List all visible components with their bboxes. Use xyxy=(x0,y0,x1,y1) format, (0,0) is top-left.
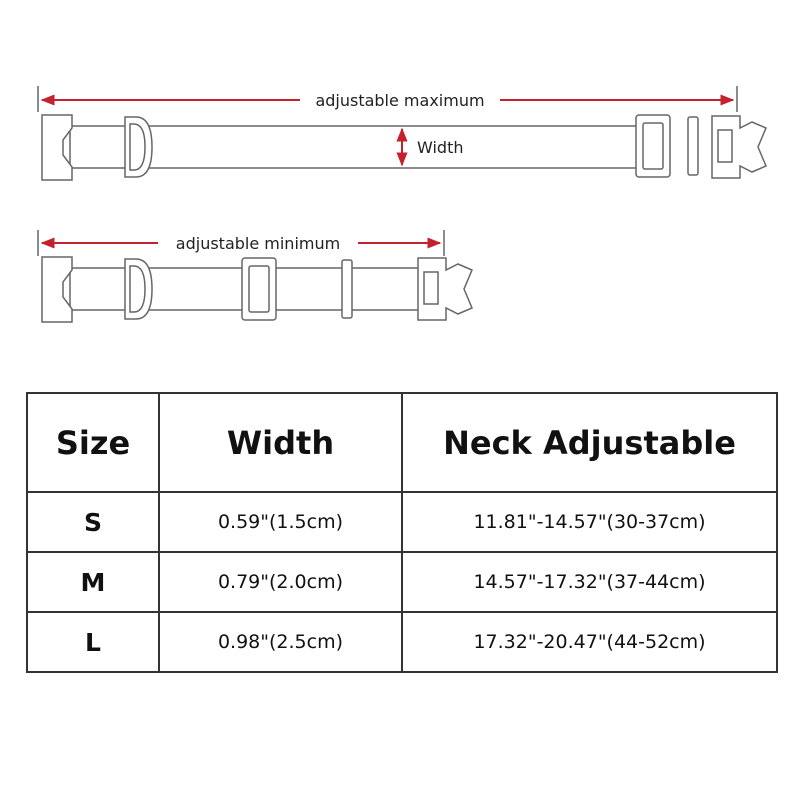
size-cell: L xyxy=(26,611,160,673)
header-neck-adjustable: Neck Adjustable xyxy=(401,392,778,493)
size-table: Size Width Neck Adjustable S 0.59"(1.5cm… xyxy=(26,392,778,673)
table-header-row: Size Width Neck Adjustable xyxy=(26,392,778,493)
min-measurement: adjustable minimum xyxy=(37,230,445,256)
header-size: Size xyxy=(26,392,160,493)
table-row: L 0.98"(2.5cm) 17.32"-20.47"(44-52cm) xyxy=(26,611,778,673)
keeper-min xyxy=(341,259,353,319)
table-row: M 0.79"(2.0cm) 14.57"-17.32"(37-44cm) xyxy=(26,551,778,613)
size-cell: M xyxy=(26,551,160,613)
header-width: Width xyxy=(158,392,403,493)
width-measurement: Width xyxy=(396,127,463,167)
neck-cell: 17.32"-20.47"(44-52cm) xyxy=(401,611,778,673)
keeper-max xyxy=(687,116,699,176)
table-row: S 0.59"(1.5cm) 11.81"-14.57"(30-37cm) xyxy=(26,491,778,553)
max-measurement: adjustable maximum xyxy=(37,86,738,112)
collar-size-diagram: adjustable maximum Width adjustable mini… xyxy=(37,86,767,323)
collar-max xyxy=(41,114,767,181)
size-cell: S xyxy=(26,491,160,553)
neck-cell: 11.81"-14.57"(30-37cm) xyxy=(401,491,778,553)
max-label: adjustable maximum xyxy=(315,91,484,110)
collar-max-strap xyxy=(69,125,643,169)
collar-min xyxy=(41,256,473,323)
width-label: Width xyxy=(417,138,463,157)
female-buckle-max xyxy=(41,114,73,181)
width-cell: 0.98"(2.5cm) xyxy=(158,611,403,673)
width-cell: 0.79"(2.0cm) xyxy=(158,551,403,613)
neck-cell: 14.57"-17.32"(37-44cm) xyxy=(401,551,778,613)
min-label: adjustable minimum xyxy=(176,234,340,253)
width-cell: 0.59"(1.5cm) xyxy=(158,491,403,553)
female-buckle-min xyxy=(41,256,73,323)
